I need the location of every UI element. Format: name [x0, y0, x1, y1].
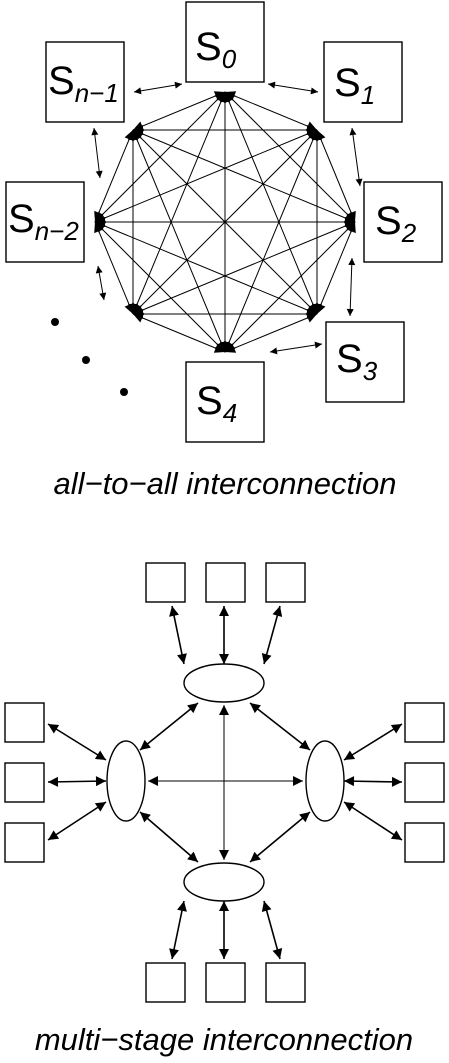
- all-to-all-links: [94, 91, 356, 353]
- ms-link-5: [261, 900, 283, 960]
- mesh-link-6-7: [94, 129, 134, 223]
- all-to-all-caption: all−to−all interconnection: [54, 466, 397, 501]
- dot-1: [51, 318, 59, 326]
- node-s1-sub: 1: [361, 80, 375, 110]
- node-s0: S0: [185, 1, 265, 83]
- ms-link-9: [343, 723, 403, 761]
- terminal-right-3: [404, 822, 445, 863]
- terminal-bottom-3: [265, 962, 306, 1003]
- svg-text:S0: S0: [195, 25, 237, 74]
- mesh-link-2-7: [132, 129, 356, 223]
- svg-text:Sn−1: Sn−1: [48, 59, 119, 108]
- neighbor-link-1: [349, 127, 363, 187]
- ms-link-0: [169, 605, 187, 665]
- svg-text:S3: S3: [336, 337, 378, 386]
- mesh-link-1-4: [224, 129, 318, 353]
- multi-stage-caption: multi−stage interconnection: [35, 1022, 413, 1057]
- neighbor-link-5: [91, 127, 103, 179]
- mesh-link-0-7: [132, 91, 226, 131]
- ellipsis-dots: [51, 318, 128, 396]
- node-s1: S1: [323, 41, 403, 123]
- mesh-link-5-6: [94, 221, 134, 315]
- all-to-all-section: S0 S1 S2 S3 S4 Sn−2 Sn−1: [5, 1, 443, 501]
- terminal-bottom-2: [205, 962, 246, 1003]
- dot-3: [120, 388, 128, 396]
- node-sn-1: Sn−1: [45, 41, 125, 123]
- ms-link-13: [249, 702, 311, 751]
- node-s2-base: S: [375, 199, 402, 243]
- switch-top: [183, 663, 265, 703]
- mesh-link-3-4: [224, 313, 318, 353]
- terminal-left-2: [4, 762, 45, 803]
- switch-bottom: [183, 862, 265, 902]
- ms-link-12: [139, 702, 199, 751]
- node-s4: S4: [185, 361, 265, 443]
- ms-link-2: [261, 605, 283, 665]
- multi-stage-section: multi−stage interconnection: [4, 562, 445, 1057]
- terminal-right-2: [404, 762, 445, 803]
- node-sn-1-base: S: [48, 59, 75, 103]
- mesh-link-3-6: [94, 221, 318, 315]
- neighbor-link-3: [269, 341, 323, 355]
- node-s3: S3: [325, 321, 405, 403]
- svg-text:S2: S2: [375, 199, 417, 248]
- neighbor-link-4: [133, 81, 183, 95]
- dot-2: [82, 356, 90, 364]
- terminal-left-3: [4, 822, 45, 863]
- node-s4-sub: 4: [223, 398, 237, 428]
- mesh-link-4-7: [132, 129, 226, 353]
- node-s0-sub: 0: [222, 44, 237, 74]
- node-s2: S2: [363, 181, 443, 263]
- ms-link-15: [249, 811, 311, 863]
- mesh-link-0-3: [224, 91, 318, 315]
- ms-link-8: [47, 801, 107, 841]
- terminal-bottom-1: [145, 962, 186, 1003]
- terminal-right-1: [404, 702, 445, 743]
- neighbor-link-6: [95, 265, 107, 301]
- svg-text:S1: S1: [334, 61, 375, 110]
- node-sn-2: Sn−2: [5, 181, 85, 263]
- ms-link-6: [47, 723, 107, 761]
- mesh-link-0-5: [132, 91, 226, 315]
- svg-text:Sn−2: Sn−2: [8, 197, 79, 246]
- ms-link-3: [169, 900, 187, 960]
- node-s0-base: S: [195, 25, 222, 69]
- svg-text:S4: S4: [196, 379, 237, 428]
- node-s4-base: S: [196, 379, 223, 423]
- neighbor-link-2: [346, 257, 356, 317]
- ms-link-7: [47, 776, 107, 787]
- terminal-left-1: [4, 702, 45, 743]
- multi-stage-links: [47, 605, 403, 960]
- terminal-top-3: [265, 562, 306, 603]
- ms-link-10: [343, 776, 403, 787]
- ms-link-11: [343, 801, 403, 841]
- mesh-link-1-6: [94, 129, 318, 223]
- terminal-top-2: [205, 562, 246, 603]
- switch-left: [106, 740, 146, 822]
- ms-link-14: [139, 811, 199, 863]
- mesh-link-2-5: [132, 221, 356, 315]
- node-s2-sub: 2: [401, 218, 417, 248]
- terminal-top-1: [145, 562, 186, 603]
- node-sn-2-sub: n−2: [35, 216, 80, 246]
- node-s3-sub: 3: [363, 356, 378, 386]
- node-s1-base: S: [334, 61, 361, 105]
- switch-right: [305, 740, 345, 822]
- neighbor-links: [91, 81, 363, 355]
- node-sn-1-sub: n−1: [75, 78, 119, 108]
- node-sn-2-base: S: [8, 197, 35, 241]
- neighbor-link-0: [267, 81, 319, 95]
- node-s3-base: S: [336, 337, 363, 381]
